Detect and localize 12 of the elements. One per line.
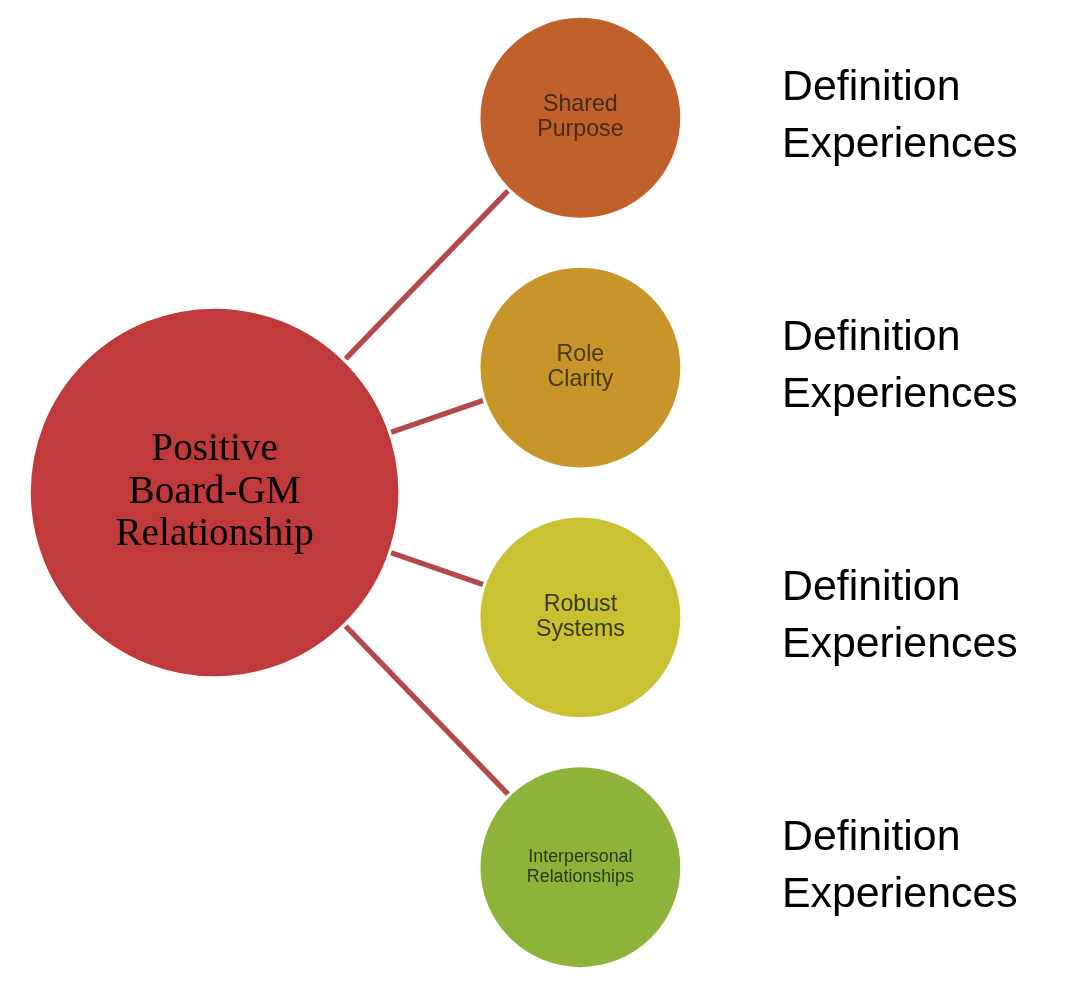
- node-label: Experiences: [782, 368, 1018, 417]
- node-label: Definition: [782, 560, 961, 609]
- node-label: Definition: [782, 311, 961, 360]
- node-label: Experiences: [782, 618, 1018, 667]
- node-label: Definition: [782, 810, 961, 859]
- node-label: Experiences: [782, 867, 1018, 916]
- connector: [390, 398, 484, 435]
- connector: [390, 550, 484, 587]
- connector: [343, 189, 510, 361]
- node-label: Experiences: [782, 118, 1018, 167]
- connector: [343, 624, 510, 796]
- node-label: Definition: [782, 61, 961, 110]
